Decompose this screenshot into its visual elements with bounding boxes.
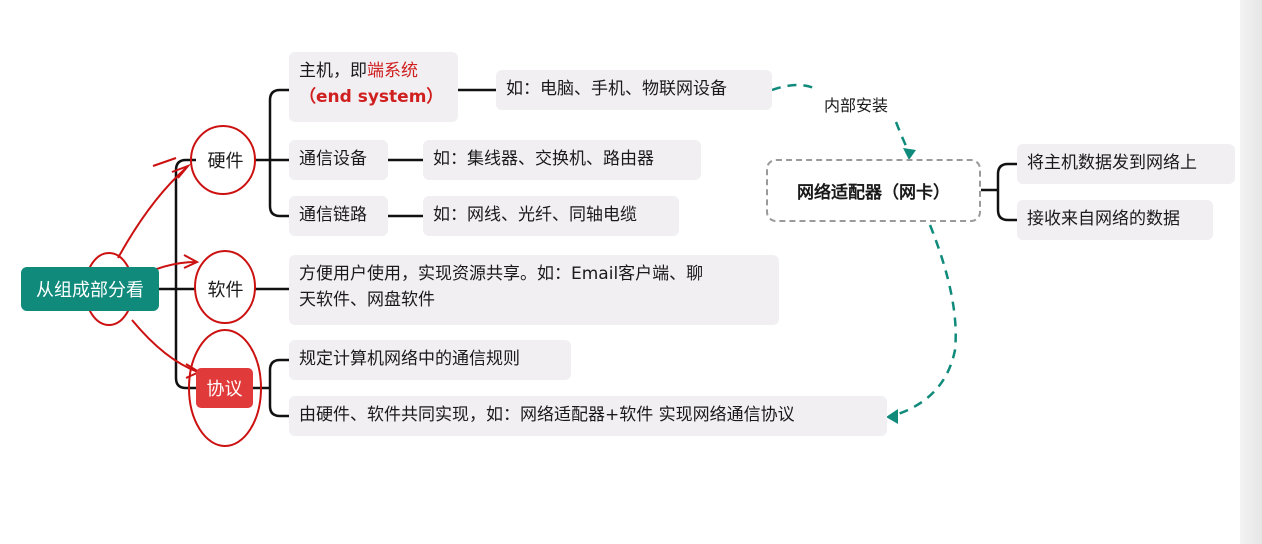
host-node: 主机，即端系统 （end system） [289,52,458,122]
adapter-node: 网络适配器（网卡） [766,159,981,222]
root-node: 从组成部分看 [21,267,159,311]
protocol-rule: 规定计算机网络中的通信规则 [289,340,571,380]
comm-device-example: 如：集线器、交换机、路由器 [423,140,701,180]
software-line2: 天软件、网盘软件 [299,290,435,310]
protocol-implementation: 由硬件、软件共同实现，如：网络适配器+软件 实现网络通信协议 [289,396,887,436]
software-description: 方便用户使用，实现资源共享。如：Email客户端、聊 天软件、网盘软件 [289,255,779,325]
host-prefix: 主机，即 [299,61,367,81]
category-hardware: 硬件 [207,151,244,172]
category-protocol: 协议 [196,368,253,408]
software-line1: 方便用户使用，实现资源共享。如：Email客户端、聊 [299,264,704,284]
comm-link-example: 如：网线、光纤、同轴电缆 [423,196,679,236]
adapter-function-send: 将主机数据发到网络上 [1017,144,1235,184]
comm-link-node: 通信链路 [289,196,388,236]
category-software: 软件 [207,280,244,301]
host-highlight: 端系统 [367,61,418,81]
adapter-function-receive: 接收来自网络的数据 [1017,200,1213,240]
scrollbar-gutter [1240,0,1262,544]
host-english: （end system） [299,87,444,107]
comm-device-node: 通信设备 [289,140,388,180]
host-example: 如：电脑、手机、物联网设备 [496,70,772,110]
install-label: 内部安装 [824,96,889,115]
